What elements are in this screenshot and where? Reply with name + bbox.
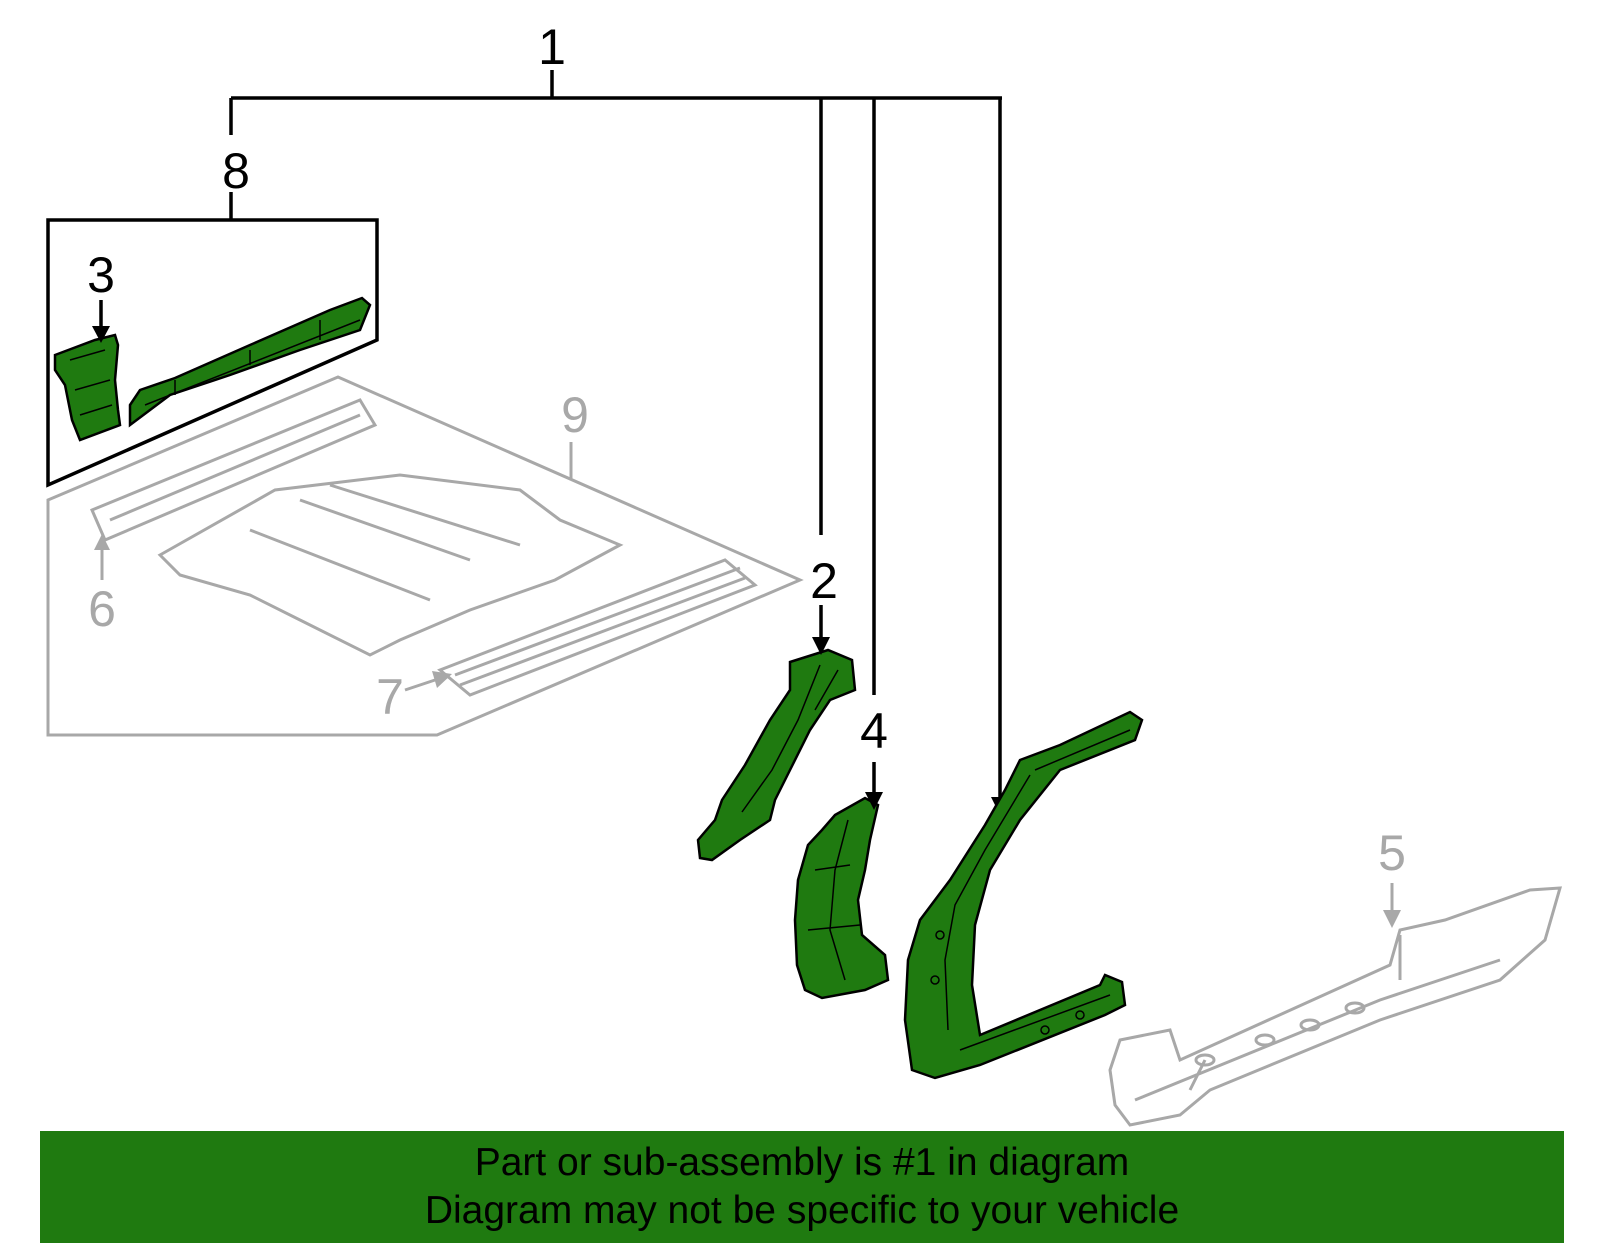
callout-9: 9 (561, 387, 589, 443)
assembly-8-box (46, 218, 379, 488)
arrow-to-part-2 (812, 637, 830, 655)
callout-7-leader (404, 671, 452, 692)
callout-7: 7 (376, 669, 404, 725)
callout-4: 4 (860, 703, 888, 759)
callout-4-leader (865, 762, 883, 810)
callout-5-leader (1383, 883, 1401, 928)
callout-3: 3 (87, 247, 115, 303)
callout-6: 6 (88, 581, 116, 637)
callout-1-leader-tree (229, 70, 1002, 800)
callout-2: 2 (810, 553, 838, 609)
callout-5: 5 (1378, 825, 1406, 881)
part-3-bracket (53, 333, 122, 442)
callout-8: 8 (222, 143, 250, 199)
banner-line-1: Part or sub-assembly is #1 in diagram (474, 1141, 1130, 1184)
part-5-rocker-panel (1108, 886, 1563, 1127)
callout-6-leader (94, 534, 110, 580)
part-2-pillar (696, 648, 857, 862)
part-4-pillar-reinforcement (793, 796, 890, 1000)
part-8-rail (128, 296, 372, 428)
callout-1: 1 (538, 19, 566, 75)
callout-3-leader (92, 300, 110, 343)
floor-pan-part-9 (46, 375, 804, 737)
disclaimer-banner: Part or sub-assembly is #1 in diagram Di… (40, 1131, 1564, 1243)
part-1-side-panel (903, 710, 1144, 1080)
banner-line-2: Diagram may not be specific to your vehi… (424, 1189, 1180, 1232)
